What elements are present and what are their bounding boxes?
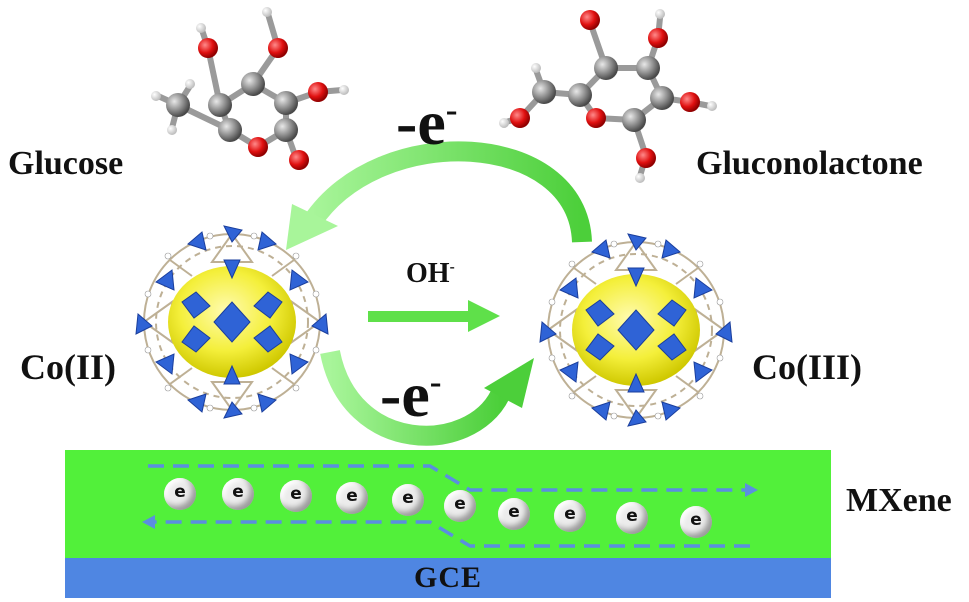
electron: e	[222, 478, 254, 510]
hydrogen-dots	[144, 232, 320, 412]
glucose-label: Glucose	[8, 145, 124, 182]
electron-loss-superscript: -	[445, 90, 458, 130]
electron: e	[392, 484, 424, 516]
electron-symbol: e	[232, 482, 244, 502]
gce-label: GCE	[413, 561, 482, 594]
electron-symbol: e	[402, 488, 414, 508]
electron-loss-text: -e	[380, 359, 430, 430]
electron: e	[164, 478, 196, 510]
electron-loss-label-bottom: -e-	[380, 358, 441, 432]
hydroxide-superscript: -	[449, 258, 455, 276]
cobalt-ii-label: Co(II)	[20, 347, 116, 387]
electron-symbol: e	[346, 486, 358, 506]
electron-symbol: e	[626, 506, 638, 526]
electron-symbol: e	[454, 494, 466, 514]
electron-symbol: e	[564, 504, 576, 524]
electron: e	[616, 502, 648, 534]
electron-symbol: e	[690, 510, 702, 530]
oxidation-arrow-top	[286, 141, 592, 250]
polyhedra	[135, 225, 329, 419]
electron: e	[498, 498, 530, 530]
glucose-molecule	[151, 7, 349, 170]
gce-layer: GCE	[65, 558, 831, 598]
electron: e	[680, 506, 712, 538]
path-arrowhead-right	[745, 483, 758, 497]
electron-transport-path	[148, 464, 750, 548]
electron-loss-superscript: -	[429, 362, 442, 402]
electron-symbol: e	[508, 502, 520, 522]
electron: e	[444, 490, 476, 522]
cobalt-iii-label: Co(III)	[752, 347, 863, 387]
electron-symbol: e	[174, 482, 186, 502]
gluconolactone-label: Gluconolactone	[696, 145, 923, 182]
hydroxide-label: OH-	[406, 258, 455, 290]
electron-loss-text: -e	[396, 87, 446, 158]
oxidation-arrow-bottom	[320, 349, 534, 446]
hydroxide-arrow	[368, 300, 500, 332]
cobalt-iii-cluster	[539, 233, 733, 427]
electron-loss-label-top: -e-	[396, 86, 457, 160]
hydrogen-dots	[548, 240, 724, 420]
path-arrowhead-left	[142, 515, 155, 529]
electron: e	[554, 500, 586, 532]
electron: e	[280, 480, 312, 512]
electron-symbol: e	[290, 484, 302, 504]
hydroxide-text: OH	[406, 258, 450, 289]
cobalt-ii-cluster	[135, 225, 329, 419]
mxene-label: MXene	[846, 482, 952, 519]
polyhedra	[539, 233, 733, 427]
gluconolactone-molecule	[499, 9, 717, 183]
electron: e	[336, 482, 368, 514]
